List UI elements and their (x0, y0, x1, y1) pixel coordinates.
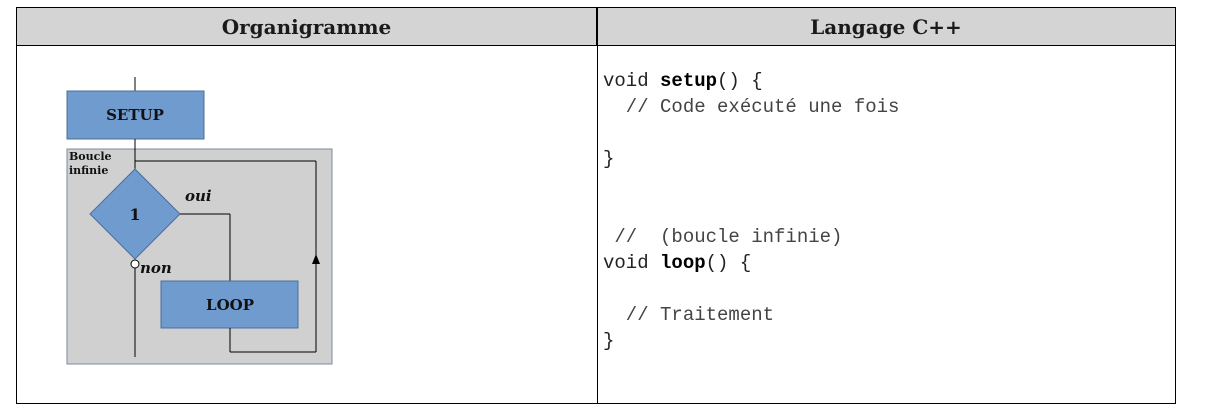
code-keyword-void: void (603, 70, 661, 92)
code-line-2: // Code exécuté une fois (603, 96, 900, 118)
code-function-setup: setup (660, 70, 718, 92)
code-line-1: void setup() { (603, 68, 899, 94)
no-label: non (140, 259, 172, 277)
code-keyword-void-2: void (603, 252, 661, 274)
loop-region (66, 148, 333, 365)
header-organigramme: Organigramme (17, 8, 597, 46)
code-line-4: } (603, 148, 615, 170)
code-line-5 (603, 172, 899, 198)
comparison-table: Organigramme Langage C++ (16, 7, 1176, 404)
setup-label: SETUP (106, 106, 164, 124)
header-langage-cpp: Langage C++ (597, 8, 1175, 46)
loop-label: LOOP (206, 296, 254, 314)
code-line-8: void loop() { (603, 250, 899, 276)
loop-region-label-2: infinie (69, 164, 108, 177)
decision-label: 1 (129, 205, 140, 224)
code-line-11: } (603, 330, 615, 352)
code-loop-signature: () { (705, 252, 752, 274)
code-function-loop: loop (660, 252, 706, 274)
decision-diamond (89, 168, 181, 260)
loop-return-arrow (312, 254, 320, 264)
setup-box (66, 90, 205, 140)
yes-label: oui (185, 187, 212, 205)
code-line-6 (603, 198, 899, 224)
no-branch-connector (130, 259, 140, 269)
code-line-3 (603, 120, 899, 146)
loop-region-label-1: Boucle (69, 150, 112, 163)
code-setup-signature: () { (717, 70, 763, 92)
code-line-9 (603, 276, 899, 302)
column-divider (597, 8, 598, 403)
cpp-code-block: void setup() { // Code exécuté une fois}… (603, 68, 899, 354)
code-line-7: // (boucle infinie) (603, 226, 843, 248)
loop-box (160, 280, 299, 329)
code-line-10: // Traitement (603, 304, 775, 326)
